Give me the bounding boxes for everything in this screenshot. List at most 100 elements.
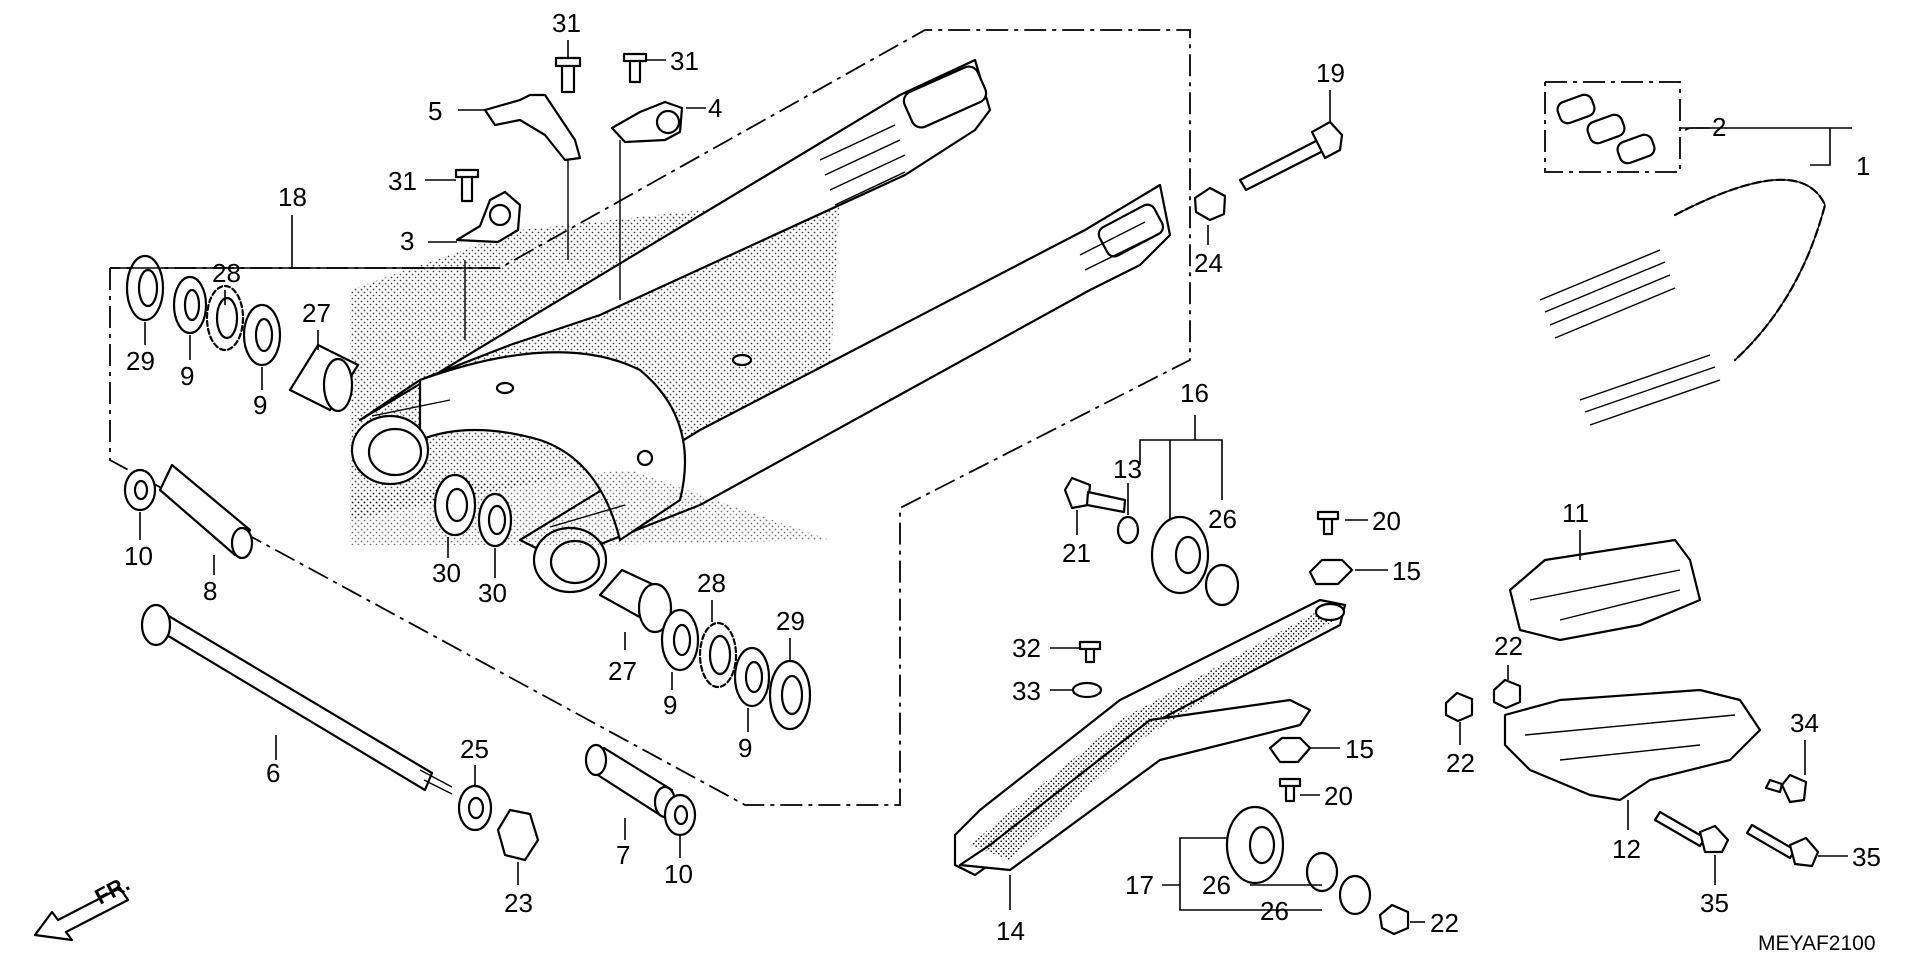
drive-chain	[1539, 178, 1827, 426]
nut-22-guide-a	[1492, 678, 1522, 710]
dust-seal-29-left	[125, 254, 165, 322]
roller-16	[1150, 515, 1210, 595]
chain-slider-14	[953, 598, 1347, 877]
callout-25: 25	[460, 734, 489, 764]
collar-8	[158, 463, 254, 560]
nut-23	[496, 808, 540, 862]
bolt-31b	[622, 52, 648, 84]
bolt-35-left	[1653, 810, 1730, 854]
bolt-31c	[454, 168, 480, 203]
washer-9-right-a	[660, 608, 700, 672]
callout-30b: 30	[478, 578, 507, 608]
callout-33: 33	[1012, 676, 1041, 706]
swingarm	[350, 58, 1172, 594]
hose-clamp-3	[455, 190, 522, 244]
callout-35b: 35	[1852, 842, 1881, 872]
swingarm-assembly-boundary	[109, 29, 1191, 806]
callout-19: 19	[1316, 58, 1345, 88]
callout-11: 11	[1562, 498, 1589, 528]
leader-lines	[110, 40, 1852, 923]
bearing-26-top	[1204, 563, 1240, 607]
hose-clamp-5	[483, 93, 582, 162]
callout-17: 17	[1125, 870, 1154, 900]
screw-20-bottom	[1278, 777, 1302, 803]
callout-31b: 31	[670, 46, 699, 76]
needle-bearing-27-right	[598, 568, 673, 634]
washer-9-left-b	[242, 303, 282, 367]
washer-25	[457, 784, 493, 832]
callout-21: 21	[1062, 538, 1091, 568]
callout-29: 29	[126, 346, 155, 376]
callout-10: 10	[124, 541, 153, 571]
washer-9-left-a	[172, 275, 208, 335]
callout-28b: 28	[697, 568, 726, 598]
collar-30-a	[433, 473, 477, 537]
front-direction-arrow: FR.	[33, 871, 134, 942]
callout-labels: 1 2 3 4 5 6 7 8 9 9 9 9 10 10 11 12 13 1…	[124, 8, 1881, 946]
screw-20-top	[1316, 510, 1340, 536]
nut-22-guide-b	[1444, 691, 1474, 723]
bolt-21	[1063, 476, 1127, 514]
callout-20b: 20	[1324, 781, 1353, 811]
callout-15b: 15	[1345, 734, 1374, 764]
callout-27b: 27	[608, 656, 637, 686]
callout-29b: 29	[776, 606, 805, 636]
callout-20: 20	[1372, 506, 1401, 536]
callout-30: 30	[432, 558, 461, 588]
callout-32: 32	[1012, 633, 1041, 663]
washer-33	[1071, 681, 1103, 699]
callout-7: 7	[616, 840, 630, 870]
grommet-15-top	[1308, 558, 1354, 586]
bearing-26-bottom-a	[1305, 851, 1339, 893]
callout-34: 34	[1790, 708, 1819, 738]
callout-3: 3	[400, 226, 414, 256]
callout-16: 16	[1180, 378, 1209, 408]
hose-clamp-4	[610, 100, 684, 144]
drawing-code: MEYAF2100	[1758, 932, 1876, 955]
callout-26b: 26	[1202, 870, 1231, 900]
callout-9c: 9	[663, 690, 677, 720]
washer-9-right-b	[733, 646, 771, 708]
callout-28: 28	[212, 258, 241, 288]
dust-seal-29-right	[768, 659, 812, 731]
callout-12: 12	[1612, 834, 1641, 864]
callout-6: 6	[266, 758, 280, 788]
collar-30-b	[477, 492, 513, 548]
callout-9: 9	[180, 361, 194, 391]
bolt-19	[1238, 120, 1344, 192]
callout-22c: 22	[1430, 908, 1459, 938]
bearing-26-bottom-b	[1338, 874, 1372, 916]
nut-24	[1193, 186, 1227, 222]
bearing-28-left	[205, 284, 245, 352]
pivot-bolt-6	[140, 603, 453, 795]
callout-4: 4	[708, 93, 722, 123]
callout-31: 31	[552, 8, 581, 38]
washer-10-right	[663, 793, 697, 837]
callout-23: 23	[504, 888, 533, 918]
callout-22: 22	[1494, 631, 1523, 661]
bearing-28-right	[698, 621, 738, 689]
chain-guide-slider-11	[1508, 538, 1702, 642]
washer-10-left	[123, 468, 157, 512]
callout-31c: 31	[388, 166, 417, 196]
callout-5: 5	[428, 96, 442, 126]
master-link-kit	[1544, 81, 1681, 173]
nut-22-bottom	[1378, 903, 1410, 936]
callout-35: 35	[1700, 888, 1729, 918]
needle-bearing-27-left	[288, 343, 360, 413]
callout-2: 2	[1712, 112, 1726, 142]
callout-13: 13	[1113, 454, 1142, 484]
callout-26: 26	[1208, 504, 1237, 534]
callout-26c: 26	[1260, 896, 1289, 926]
grommet-15-bottom	[1268, 736, 1312, 764]
chain-guide-12	[1503, 688, 1762, 802]
callout-9b: 9	[253, 390, 267, 420]
callout-18: 18	[278, 182, 307, 212]
collar-13	[1116, 515, 1140, 545]
bolt-35-right	[1745, 823, 1820, 868]
screw-32	[1078, 640, 1102, 664]
bolt-31a	[554, 56, 582, 94]
callout-8: 8	[203, 576, 217, 606]
callout-14: 14	[996, 916, 1025, 946]
